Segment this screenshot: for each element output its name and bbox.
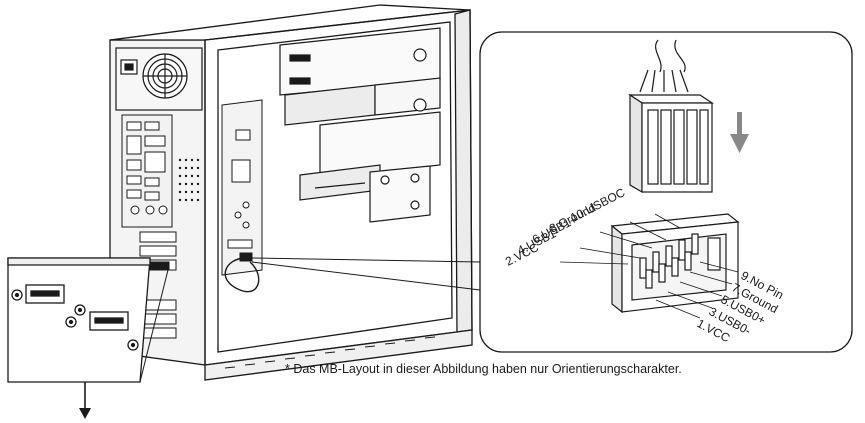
pin-leader-lines [559,213,739,319]
usb-cable-connector [628,93,714,194]
header-key-notch [707,237,721,271]
rear-vent-grid [178,158,200,202]
down-arrow-icon [79,382,91,419]
insertion-arrow-icon [730,112,749,153]
front-usb-cable [224,257,260,293]
zoom-callout-lines [251,257,481,291]
usb-cable-bundle [639,39,689,93]
layout-disclaimer-caption: * Das MB-Layout in dieser Abbildung habe… [285,362,682,376]
io-shield [121,114,173,228]
motherboard [221,99,263,276]
front-usb-panel-callout [7,257,169,383]
bottom-vents [224,336,436,369]
front-usb-header-location [239,252,253,262]
case-bottom-rail [204,329,473,381]
expansion-slots [139,231,177,339]
power-supply [115,47,203,111]
case-inner-frame [217,21,453,353]
hard-drive [299,164,381,201]
header-pins [639,233,699,289]
usb-pin-header [610,213,740,314]
drive-bays [279,27,441,223]
